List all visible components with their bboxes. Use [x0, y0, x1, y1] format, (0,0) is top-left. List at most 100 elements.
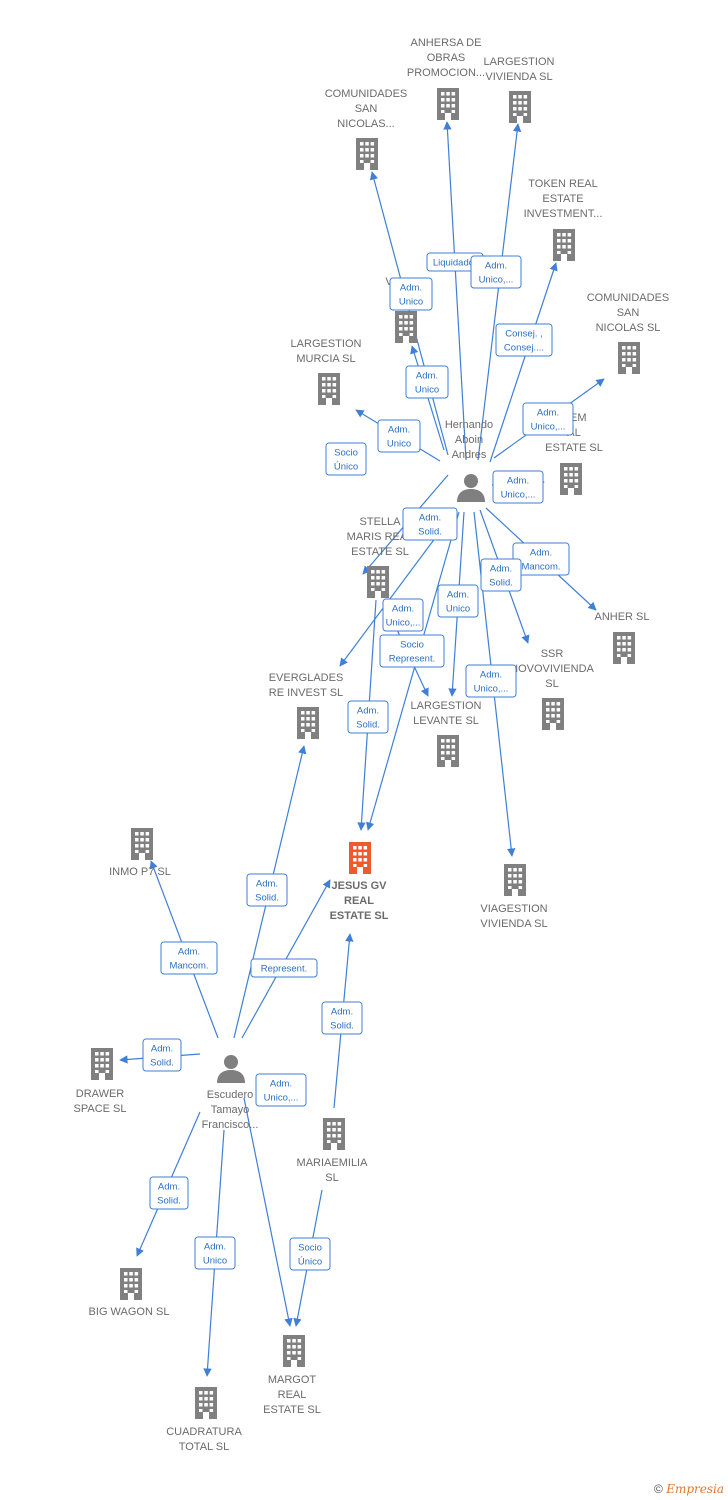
- edge-label-box[interactable]: [321, 1001, 363, 1035]
- edge-label-box[interactable]: [522, 402, 574, 436]
- building-icon[interactable]: [553, 229, 575, 261]
- edge-label-box[interactable]: [492, 470, 544, 504]
- building-icon[interactable]: [195, 1387, 217, 1419]
- edge-label-hernando-to-largestion_viv[interactable]: Adm.Unico,...: [470, 255, 522, 289]
- person-icon[interactable]: [217, 1055, 245, 1083]
- building-icon[interactable]: [323, 1118, 345, 1150]
- edge-label-hernando-to-jesus[interactable]: Adm.Unico,...: [382, 598, 424, 632]
- edge-label-hernando-to-gem[interactable]: Adm.Unico,...: [492, 470, 544, 504]
- edge-label-hernando-to-comunidades1[interactable]: Adm.Unico: [389, 277, 433, 311]
- edge-label-box[interactable]: [250, 958, 318, 978]
- edge-label-box[interactable]: [470, 255, 522, 289]
- edge-label-box[interactable]: [194, 1236, 236, 1270]
- edge-label-hernando-to-token[interactable]: Consej. ,Consej....: [495, 323, 553, 357]
- building-icon[interactable]: [395, 311, 417, 343]
- edge-label-box[interactable]: [382, 598, 424, 632]
- edge-label-box[interactable]: [255, 1073, 307, 1107]
- building-icon[interactable]: [504, 864, 526, 896]
- edge-label-mariaemilia-to-jesus[interactable]: Adm.Solid.: [321, 1001, 363, 1035]
- edge-label-box[interactable]: [465, 664, 517, 698]
- building-icon[interactable]: [120, 1268, 142, 1300]
- edge-label-text: Socio: [400, 640, 424, 651]
- building-icon[interactable]: [367, 566, 389, 598]
- node-escudero[interactable]: EscuderoTamayoFrancisco...: [202, 1055, 259, 1131]
- edge-label-hernando-to-ssr[interactable]: Adm.Solid.: [480, 558, 522, 592]
- edge-label-box[interactable]: [347, 700, 389, 734]
- edge-label-hernando-to-largestion_lev[interactable]: Adm.Unico: [437, 584, 479, 618]
- edge-label-box[interactable]: [495, 323, 553, 357]
- building-icon[interactable]: [318, 373, 340, 405]
- edge-label-box[interactable]: [402, 507, 458, 541]
- edge-label-escudero-to-everglades[interactable]: Adm.Solid.: [246, 873, 288, 907]
- edge-label-box[interactable]: [149, 1176, 189, 1210]
- edge-label-hernando-to-everglades[interactable]: Adm.Solid.: [402, 507, 458, 541]
- edge-label-hernando-to-viagestion_viv[interactable]: Adm.Unico,...: [465, 664, 517, 698]
- edge-label-box[interactable]: [377, 419, 421, 453]
- building-icon[interactable]: [356, 138, 378, 170]
- edge-label-hernando-to-comunidades2[interactable]: Adm.Unico,...: [522, 402, 574, 436]
- node-token[interactable]: TOKEN REALESTATEINVESTMENT...: [524, 178, 603, 261]
- edge-label-box[interactable]: [142, 1038, 182, 1072]
- building-icon[interactable]: [509, 91, 531, 123]
- edge-label-text: Mancom.: [521, 562, 560, 573]
- edge-label-box[interactable]: [389, 277, 433, 311]
- edge-label-hernando-to-largestion_mur[interactable]: Adm.Unico: [377, 419, 421, 453]
- edge-label-box[interactable]: [480, 558, 522, 592]
- node-anhersa[interactable]: ANHERSA DEOBRASPROMOCION...: [407, 37, 485, 120]
- node-anher[interactable]: ANHER SL: [594, 611, 650, 664]
- edge-label-hernando-to-anher[interactable]: Adm.Mancom.: [512, 542, 570, 576]
- building-icon[interactable]: [613, 632, 635, 664]
- edge-label-box[interactable]: [325, 442, 367, 476]
- edge-label-escudero-to-drawer[interactable]: Adm.Solid.: [142, 1038, 182, 1072]
- edge-label-escudero-to-cuadratura[interactable]: Adm.Unico: [194, 1236, 236, 1270]
- edge-label-box[interactable]: [246, 873, 288, 907]
- building-icon[interactable]: [437, 88, 459, 120]
- building-icon[interactable]: [560, 463, 582, 495]
- building-icon[interactable]: [283, 1335, 305, 1367]
- building-icon[interactable]: [437, 735, 459, 767]
- edge-label-hernando-to-viagestion_cen[interactable]: Adm.Unico: [405, 365, 449, 399]
- building-icon[interactable]: [297, 707, 319, 739]
- main-company-building-icon[interactable]: [349, 842, 371, 874]
- person-icon[interactable]: [457, 474, 485, 502]
- node-label: TOKEN REAL: [528, 178, 598, 190]
- node-bigwagon[interactable]: BIG WAGON SL: [89, 1268, 170, 1318]
- node-inmo[interactable]: INMO P7 SL: [109, 828, 171, 878]
- edge-label-text: Adm.: [485, 261, 507, 272]
- edge-label-escudero-to-bigwagon[interactable]: Adm.Solid.: [149, 1176, 189, 1210]
- building-icon[interactable]: [131, 828, 153, 860]
- edge-label-box[interactable]: [289, 1237, 331, 1271]
- brand-name[interactable]: Empresia: [666, 1482, 724, 1496]
- edge-label-box[interactable]: [437, 584, 479, 618]
- edge-label-stella-to-jesus[interactable]: Adm.Solid.: [347, 700, 389, 734]
- edge-label-box[interactable]: [405, 365, 449, 399]
- node-label: VIAGESTION: [480, 903, 547, 915]
- edge-label-escudero-to-inmo[interactable]: Adm.Mancom.: [160, 941, 218, 975]
- building-icon[interactable]: [618, 342, 640, 374]
- node-comunidades1[interactable]: COMUNIDADESSANNICOLAS...: [325, 88, 408, 170]
- edge-label-escudero-to-margot[interactable]: Adm.Unico,...: [255, 1073, 307, 1107]
- building-icon[interactable]: [542, 698, 564, 730]
- edge-label-text: Adm.: [416, 371, 438, 382]
- building-icon[interactable]: [91, 1048, 113, 1080]
- edge-label-escudero-to-jesus[interactable]: Represent.: [250, 958, 318, 978]
- edge-label-box[interactable]: [379, 634, 445, 668]
- edge-label-box[interactable]: [160, 941, 218, 975]
